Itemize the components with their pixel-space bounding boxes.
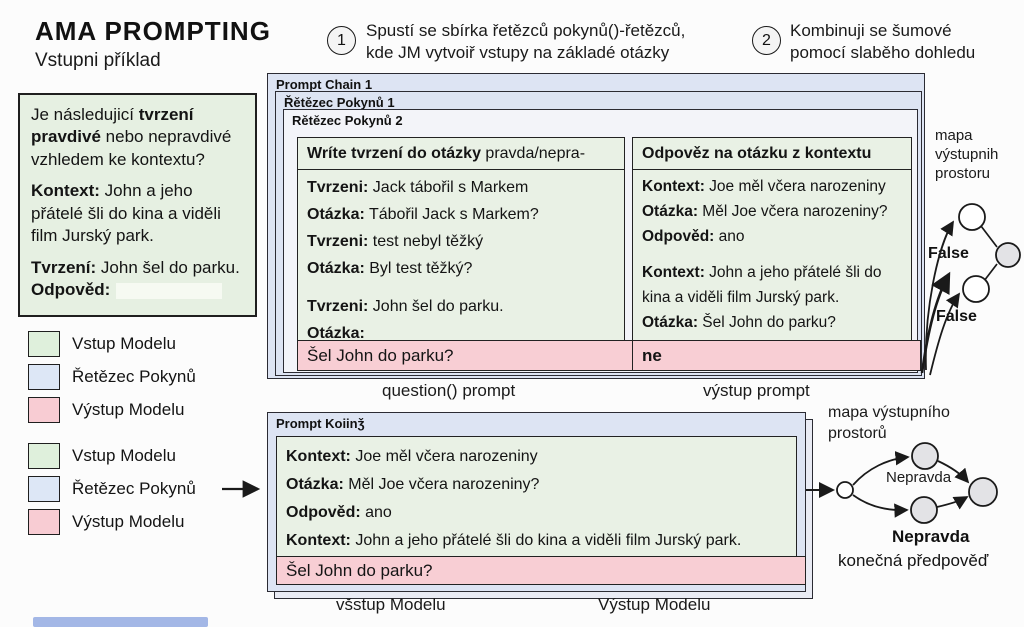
prompt-line: Kontext: Joe měl včera narozeniny <box>286 448 538 465</box>
output-node-shaded <box>995 242 1021 268</box>
final-prompt-input-box: Kontext: Joe měl včera narozeniny Otázka… <box>276 436 797 557</box>
question-prompt-output: Šel John do parku? <box>297 340 634 371</box>
question-prompt-caption: question() prompt <box>382 381 516 400</box>
map-merge-arrow <box>936 496 969 510</box>
final-prompt-label: Prompt Koiinǯ <box>276 416 365 431</box>
prompt-line: Kontext: John a jeho přátelé šli do kina… <box>286 532 742 549</box>
answer-prompt-caption: výstup prompt <box>703 381 810 400</box>
prompt-line: Otázka: Šel John do parku? <box>642 314 836 331</box>
nepravda-node-label: Nepravda <box>886 469 952 486</box>
map-branch-arrow <box>852 494 909 518</box>
output-space-map-title: mapa výstupnih prostoru <box>935 127 999 182</box>
output-node <box>962 275 990 303</box>
step-1-text: Spustí se sbírka řetězců pokynů()-řetězc… <box>366 21 686 62</box>
final-map-title: mapa výstupního prostorů <box>828 404 950 442</box>
node-connector <box>980 225 998 248</box>
answer-prompt-title: Odpověz na otázku z kontextu <box>633 138 911 170</box>
node-connector <box>983 263 998 282</box>
prompt-line: Otázka: Byl test těžký? <box>307 260 473 277</box>
prompt-chain-1-label: Prompt Chain 1 <box>276 77 373 92</box>
answer-blank-field <box>116 282 223 299</box>
answer-prompt-box: Odpověz na otázku z kontextu Kontext: Jo… <box>632 137 912 342</box>
prompt-line: Otázka: Tábořil Jack s Markem? <box>307 206 539 223</box>
prompt-line: Otázka: <box>307 325 365 342</box>
example-kontext: Kontext: John a jeho přátelé šli do kina… <box>31 181 221 246</box>
legend-item: Řetězec Pokynů <box>28 476 196 502</box>
page-subtitle: Vstupni příklad <box>35 50 161 71</box>
output-node-shaded <box>910 496 938 524</box>
final-output-caption: Výstup Modelu <box>598 595 711 614</box>
example-odpoved-label: Odpověd: <box>31 280 111 300</box>
step-2-text: Kombinuji se šumové pomocí slaběho dohle… <box>790 21 976 62</box>
example-tvrzeni: Tvrzení: John šel do parku. Odpověd: <box>31 257 240 300</box>
start-node <box>836 481 854 499</box>
legend-item: Výstup Modelu <box>28 509 196 535</box>
legend-item: Výstup Modelu <box>28 397 196 423</box>
legend-item: Řetězec Pokynů <box>28 364 196 390</box>
prompt-line: Tvrzeni: John šel do parku. <box>307 298 504 315</box>
output-node <box>958 203 986 231</box>
prompt-line: Tvrzeni: Jack tábořil s Markem <box>307 179 529 196</box>
final-input-caption: všstup Modelu <box>336 595 446 614</box>
final-node <box>968 477 998 507</box>
prompt-line: Otázka: Měl Joe včera narozeniny? <box>286 476 540 493</box>
legend-group-2: Vstup Modelu Řetězec Pokynů Výstup Model… <box>28 443 196 542</box>
bottom-blue-bar <box>33 617 208 627</box>
answer-prompt-output: ne <box>632 340 921 371</box>
false-label-2: False <box>936 308 977 325</box>
false-label-1: False <box>928 245 969 262</box>
green-swatch <box>28 331 60 357</box>
prompt-line: Odpověd: ano <box>642 228 745 245</box>
legend-item: Vstup Modelu <box>28 443 196 469</box>
retezec-pokynu-2-label: Rětězec Pokynů 2 <box>292 113 403 128</box>
question-prompt-title: Wríte tvrzení do otázky pravda/nepra- <box>298 138 624 170</box>
prompt-line: Tvrzeni: test nebyl těžký <box>307 233 484 250</box>
step-1-badge: 1 <box>327 26 356 55</box>
legend-group-1: Vstup Modelu Řetězec Pokynů Výstup Model… <box>28 331 196 430</box>
input-example-box: Je následujicí tvrzení pravdivé nebo nep… <box>18 93 257 317</box>
final-prediction-label: Nepravda <box>892 527 970 546</box>
green-swatch <box>28 443 60 469</box>
pink-swatch <box>28 509 60 535</box>
step-2-badge: 2 <box>752 26 781 55</box>
legend-item: Vstup Modelu <box>28 331 196 357</box>
to-bottom-node-arrow <box>929 292 961 376</box>
final-prompt-output: Šel John do parku? <box>276 556 806 585</box>
pink-swatch <box>28 397 60 423</box>
blue-swatch <box>28 476 60 502</box>
prompt-line: Kontext: Joe měl včera narozeniny <box>642 178 886 195</box>
prompt-line: Kontext: John a jeho přátelé šli do kina… <box>642 264 882 306</box>
output-node-shaded <box>911 442 939 470</box>
prompt-line: Odpověd: ano <box>286 504 392 521</box>
question-prompt-box: Wríte tvrzení do otázky pravda/nepra- Tv… <box>297 137 625 342</box>
final-prediction-caption: konečná předpověď <box>838 551 989 570</box>
page-title: AMA PROMPTING <box>35 16 271 46</box>
prompt-line: Otázka: Měl Joe včera narozeniny? <box>642 203 888 220</box>
example-question: Je následujicí tvrzení pravdivé nebo nep… <box>31 105 232 169</box>
retezec-pokynu-1-label: Řětězec Pokynů 1 <box>284 95 395 110</box>
blue-swatch <box>28 364 60 390</box>
